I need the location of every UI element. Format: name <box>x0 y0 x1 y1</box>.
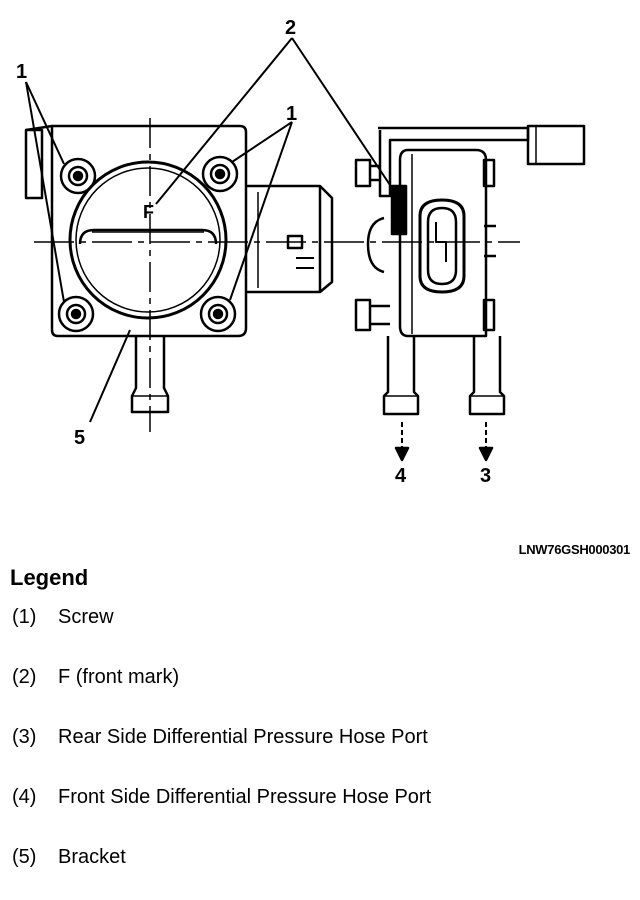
callout-1-right: 1 <box>286 103 297 125</box>
screw-top-right <box>201 155 239 193</box>
sensor-ring <box>68 160 228 320</box>
side-screw-bottom-left <box>354 298 390 332</box>
legend-item: (5) Bracket <box>12 840 431 900</box>
legend-label: Front Side Differential Pressure Hose Po… <box>58 786 432 808</box>
side-screw-bottom-right <box>482 298 496 332</box>
callout-2: 2 <box>285 17 296 39</box>
legend-number: (4) <box>12 786 37 808</box>
legend-label: Rear Side Differential Pressure Hose Por… <box>58 726 428 748</box>
bracket-plate <box>24 128 44 200</box>
front-mark-letter: F <box>143 202 154 222</box>
side-body <box>398 148 488 338</box>
legend-number: (2) <box>12 666 37 688</box>
side-screw-top-right <box>482 158 496 188</box>
figure-id: LNW76GSH000301 <box>518 542 631 557</box>
legend-number: (5) <box>12 846 37 868</box>
sensor-diagram: 1 2 1 5 4 3 F <box>16 17 586 487</box>
legend-item: (2) F (front mark) <box>12 660 431 720</box>
legend-item: (1) Screw <box>12 600 431 660</box>
sensor-side-view <box>354 124 586 462</box>
rear-side-hose-port <box>468 336 506 416</box>
side-connector <box>418 198 466 294</box>
legend-label: Bracket <box>58 846 126 868</box>
front-side-hose-port <box>382 336 420 416</box>
legend-label: Screw <box>58 606 114 628</box>
leader-lines <box>25 37 397 423</box>
legend-number: (3) <box>12 726 37 748</box>
legend-label: F (front mark) <box>58 666 180 688</box>
callout-1-left: 1 <box>16 61 27 83</box>
legend-item: (4) Front Side Differential Pressure Hose… <box>12 780 431 840</box>
connector <box>246 184 334 294</box>
legend-title: Legend <box>10 565 89 590</box>
callout-4: 4 <box>395 465 407 487</box>
legend-number: (1) <box>12 606 37 628</box>
legend-item: (3) Rear Side Differential Pressure Hose … <box>12 720 431 780</box>
callout-3: 3 <box>480 465 491 487</box>
sensor-body <box>50 124 248 338</box>
legend-list: (1) Screw (2) F (front mark) (3) Rear Side … <box>12 600 431 900</box>
callout-5: 5 <box>74 427 85 449</box>
screw-bottom-right <box>199 295 237 333</box>
screw-top-left <box>59 157 97 195</box>
sensor-front-view <box>24 118 520 432</box>
screw-bottom-left <box>57 295 95 333</box>
